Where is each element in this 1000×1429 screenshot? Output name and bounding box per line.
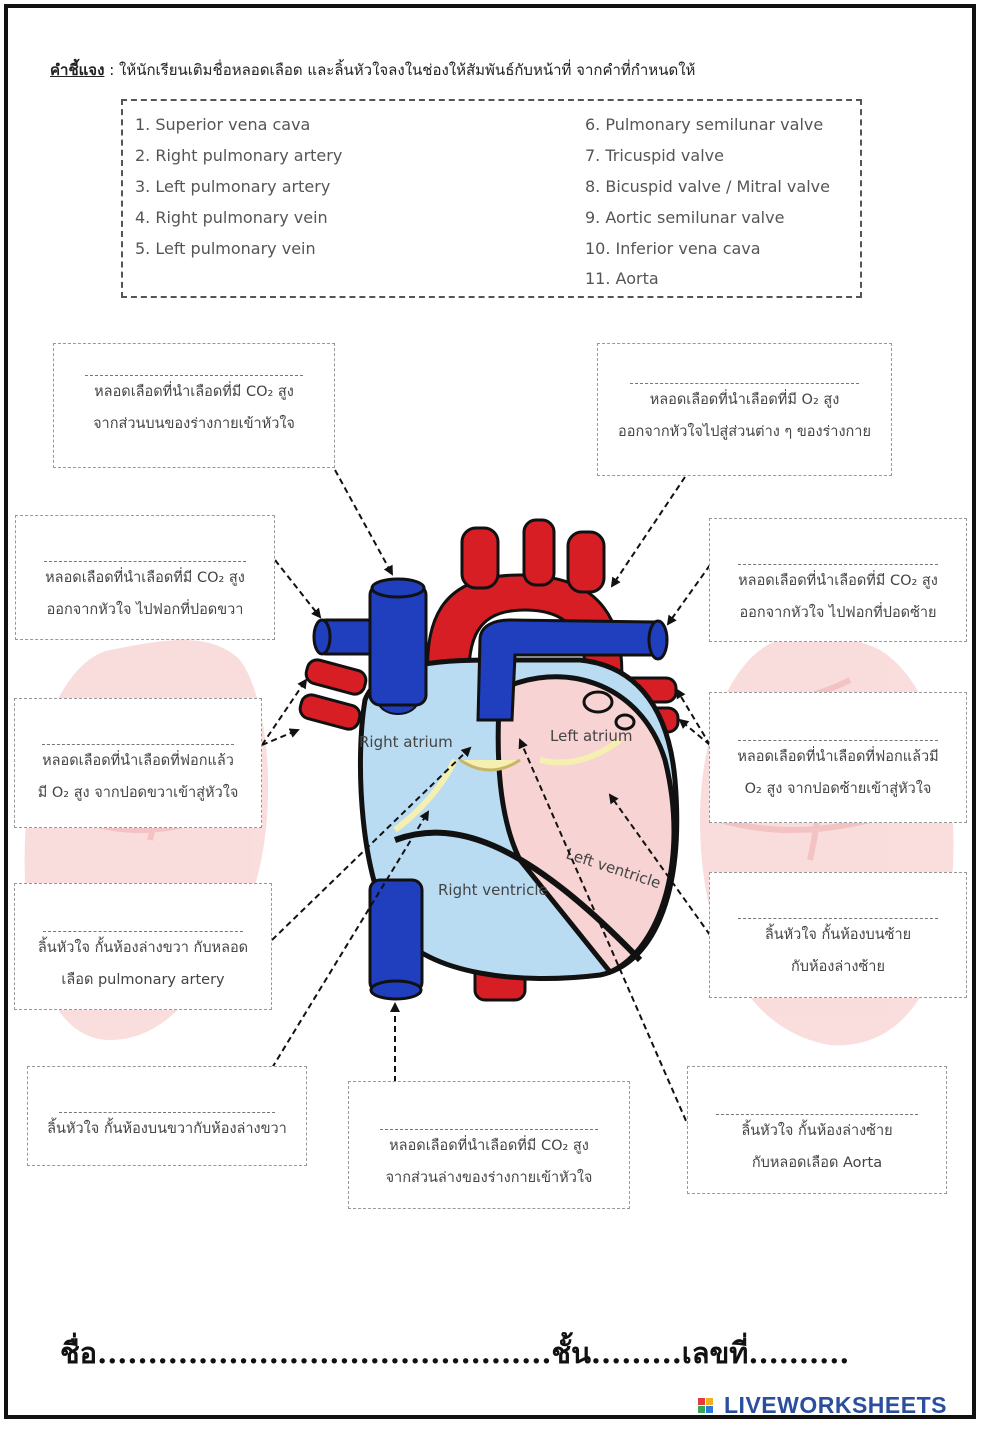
answer-blank[interactable] — [738, 917, 938, 919]
box-line-2: O₂ สูง จากปอดซ้ายเข้าสู่หัวใจ — [744, 781, 932, 797]
box-line-1: ลิ้นหัวใจ กั้นห้องล่างขวา กับหลอด — [37, 940, 249, 956]
answer-box-right-pulmonary-artery: หลอดเลือดที่นำเลือดที่มี CO₂ สูง ออกจากห… — [15, 515, 275, 640]
answer-blank[interactable] — [738, 563, 938, 565]
page-frame — [4, 4, 976, 1419]
student-info-line: ชื่อ....................................… — [60, 1336, 850, 1370]
box-line-2: ออกจากหัวใจ ไปฟอกที่ปอดซ้าย — [739, 605, 937, 621]
answer-box-left-pulmonary-vein: หลอดเลือดที่นำเลือดที่ฟอกแล้วมี O₂ สูง จ… — [709, 692, 967, 823]
word-bank-item: 2. Right pulmonary artery — [135, 146, 343, 165]
right-atrium-label: Right atrium — [359, 733, 453, 751]
pointer-arrows — [261, 469, 711, 1131]
box-line-1: หลอดเลือดที่นำเลือดที่มี CO₂ สูง — [389, 1138, 589, 1154]
heart-body — [357, 657, 680, 982]
answer-blank[interactable] — [379, 1128, 599, 1130]
answer-blank[interactable] — [84, 374, 304, 376]
word-bank-item: 7. Tricuspid valve — [585, 146, 724, 165]
word-bank-item: 9. Aortic semilunar valve — [585, 208, 785, 227]
answer-blank[interactable] — [58, 1111, 276, 1113]
answer-blank[interactable] — [716, 1113, 918, 1115]
box-line-1: ลิ้นหัวใจ กั้นห้องล่างซ้าย — [741, 1123, 893, 1139]
answer-box-aortic-semilunar-valve: ลิ้นหัวใจ กั้นห้องล่างซ้าย กับหลอดเลือด … — [687, 1066, 947, 1194]
pulmonary-artery — [312, 618, 669, 722]
box-line-2: ออกจากหัวใจ ไปฟอกที่ปอดขวา — [46, 602, 244, 618]
answer-box-superior-vena-cava: หลอดเลือดที่นำเลือดที่มี CO₂ สูง จากส่วน… — [53, 343, 335, 468]
box-line-1: หลอดเลือดที่นำเลือดที่มี CO₂ สูง — [94, 384, 294, 400]
word-bank-item: 11. Aorta — [585, 269, 659, 288]
instruction-label: คำชี้แจง — [50, 61, 105, 79]
liveworksheets-logo: LIVEWORKSHEETS — [698, 1392, 947, 1419]
answer-blank[interactable] — [42, 743, 234, 745]
word-bank-item: 4. Right pulmonary vein — [135, 208, 328, 227]
right-pulmonary-veins — [298, 658, 368, 731]
left-atrium-label: Left atrium — [550, 727, 633, 745]
word-bank-item: 8. Bicuspid valve / Mitral valve — [585, 177, 830, 196]
box-line-1: หลอดเลือดที่นำเลือดที่มี O₂ สูง — [649, 392, 840, 408]
instruction-text: : ให้นักเรียนเติมชื่อหลอดเลือด และลิ้นหั… — [104, 61, 696, 79]
box-line-2: ออกจากหัวใจไปสู่ส่วนต่าง ๆ ของร่างกาย — [618, 424, 871, 440]
word-bank: 1. Superior vena cava 2. Right pulmonary… — [121, 99, 862, 298]
instruction: คำชี้แจง : ให้นักเรียนเติมชื่อหลอดเลือด … — [50, 58, 695, 82]
answer-blank[interactable] — [630, 382, 859, 384]
box-line-2: จากส่วนบนของร่างกายเข้าหัวใจ — [93, 416, 295, 432]
answer-blank[interactable] — [738, 739, 938, 741]
word-bank-item: 1. Superior vena cava — [135, 115, 311, 134]
box-line-1: หลอดเลือดที่นำเลือดที่มี CO₂ สูง — [45, 570, 245, 586]
answer-blank[interactable] — [44, 560, 246, 562]
answer-box-left-pulmonary-artery: หลอดเลือดที่นำเลือดที่มี CO₂ สูง ออกจากห… — [709, 518, 967, 642]
box-line-1: หลอดเลือดที่นำเลือดที่ฟอกแล้ว — [42, 753, 234, 769]
box-line-2: มี O₂ สูง จากปอดขวาเข้าสู่หัวใจ — [37, 785, 239, 801]
box-line-1: ลิ้นหัวใจ กั้นห้องบนซ้าย — [764, 927, 912, 943]
box-line-2: กับหลอดเลือด Aorta — [751, 1155, 883, 1171]
box-line-1: หลอดเลือดที่นำเลือดที่มี CO₂ สูง — [738, 573, 938, 589]
answer-blank[interactable] — [43, 930, 243, 932]
box-line-1: ลิ้นหัวใจ กั้นห้องบนขวากับห้องล่างขวา — [47, 1121, 287, 1137]
box-line-2: กับห้องล่างซ้าย — [791, 959, 885, 975]
answer-box-tricuspid-valve: ลิ้นหัวใจ กั้นห้องบนขวากับห้องล่างขวา — [27, 1066, 307, 1166]
right-ventricle-label: Right ventricle — [438, 881, 548, 899]
brand-text: LIVEWORKSHEETS — [724, 1392, 947, 1418]
word-bank-item: 5. Left pulmonary vein — [135, 239, 316, 258]
answer-box-bicuspid-valve: ลิ้นหัวใจ กั้นห้องบนซ้าย กับห้องล่างซ้าย — [709, 872, 967, 998]
word-bank-item: 6. Pulmonary semilunar valve — [585, 115, 824, 134]
vena-cava — [368, 577, 428, 1001]
answer-box-pulmonary-semilunar-valve: ลิ้นหัวใจ กั้นห้องล่างขวา กับหลอด เลือด … — [14, 883, 272, 1010]
word-bank-item: 3. Left pulmonary artery — [135, 177, 331, 196]
word-bank-item: 10. Inferior vena cava — [585, 239, 761, 258]
logo-icon — [698, 1398, 713, 1413]
answer-box-right-pulmonary-vein: หลอดเลือดที่นำเลือดที่ฟอกแล้ว มี O₂ สูง … — [14, 698, 262, 828]
box-line-1: หลอดเลือดที่นำเลือดที่ฟอกแล้วมี — [737, 749, 939, 765]
box-line-2: เลือด pulmonary artery — [61, 972, 225, 988]
answer-box-inferior-vena-cava: หลอดเลือดที่นำเลือดที่มี CO₂ สูง จากส่วน… — [348, 1081, 630, 1209]
box-line-2: จากส่วนล่างของร่างกายเข้าหัวใจ — [385, 1170, 593, 1186]
answer-box-aorta: หลอดเลือดที่นำเลือดที่มี O₂ สูง ออกจากหั… — [597, 343, 892, 476]
